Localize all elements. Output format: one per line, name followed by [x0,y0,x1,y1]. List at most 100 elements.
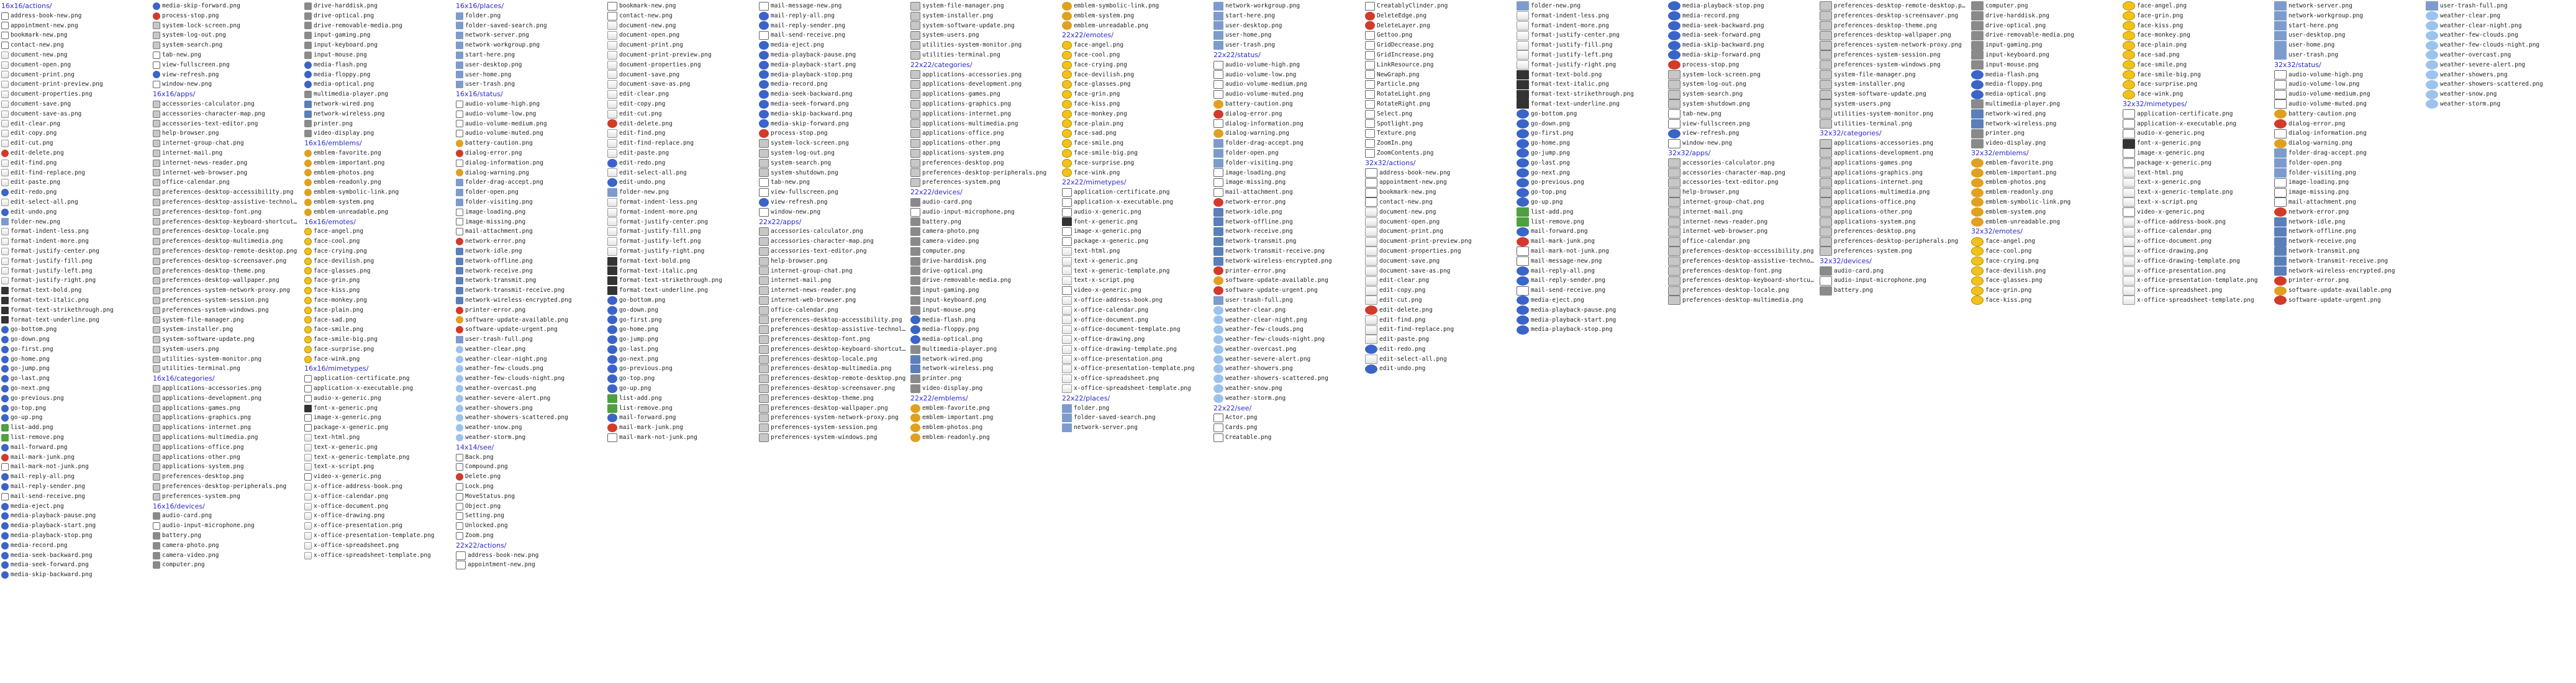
file-icon [304,189,312,197]
file-name: weather-few-clouds.png [465,365,543,373]
file-icon [153,453,160,461]
file-icon [1213,21,1223,30]
file-entry: media-floppy.png [304,70,452,80]
file-icon [607,305,617,315]
file-entry: media-eject.png [1517,296,1664,305]
file-entry: list-remove.png [1,433,149,443]
file-entry: format-text-strikethrough.png [607,276,755,286]
file-icon [153,512,160,520]
file-entry: edit-clear.png [607,89,755,99]
file-name: go-top.png [1531,189,1567,196]
file-entry: preferences-system-network-proxy.png [759,413,907,423]
file-icon [910,276,920,286]
file-name: ZoomIn.png [1377,140,1413,147]
file-name: format-justify-fill.png [1531,42,1613,49]
file-name: user-trash.png [465,81,515,88]
file-entry: network-receive.png [456,266,604,276]
file-name: video-display.png [1985,140,2046,147]
file-entry: media-optical.png [910,335,1058,345]
file-icon [153,179,160,187]
file-name: process-stop.png [162,12,219,19]
file-icon [456,482,463,491]
section-heading: 16x16/devices/ [153,502,205,510]
file-name: format-text-italic.png [11,296,89,304]
file-entry: user-trash.png [456,79,604,89]
file-icon [2274,178,2287,188]
file-entry: format-justify-left.png [1517,50,1664,60]
file-icon [153,198,160,206]
file-entry: preferences-desktop-theme.png [1820,20,1967,31]
file-icon [456,267,463,275]
file-icon [1517,315,1529,325]
file-entry: dialog-warning.png [456,168,604,178]
file-name: weather-showers-scattered.png [2440,81,2543,88]
file-icon [759,286,769,295]
file-entry: document-print-preview.png [607,50,755,60]
file-icon [304,149,312,157]
file-entry: preferences-desktop-theme.png [759,394,907,404]
file-entry: go-top.png [1517,188,1664,197]
file-entry: face-wink.png [1062,168,1210,178]
file-name: utilities-terminal.png [1834,120,1912,127]
file-entry: mail-attachment.png [1213,188,1361,197]
file-icon [1,71,9,79]
file-name: x-office-spreadsheet-template.png [1074,385,1191,392]
file-name: applications-internet.png [922,110,1011,117]
file-icon [910,99,920,109]
file-name: folder-open.png [1225,149,1279,156]
file-icon [1971,217,1984,227]
file-name: face-surprise.png [1074,159,1135,166]
file-icon [1668,197,1680,207]
file-entry: office-calendar.png [153,178,301,188]
file-name: emblem-system.png [1985,208,2046,215]
file-icon [1,335,9,343]
file-name: view-fullscreen.png [771,189,838,196]
file-icon [607,335,617,344]
file-name: x-office-presentation.png [2137,267,2226,274]
file-icon [759,109,769,119]
file-name: format-indent-less.png [11,228,89,235]
file-icon [2123,30,2135,40]
file-icon [607,207,617,217]
file-name: weather-few-clouds.png [1225,326,1304,333]
file-name: edit-select-all.png [619,169,687,176]
file-entry: network-transmit.png [2274,247,2422,256]
file-entry: media-playback-stop.png [759,70,907,80]
file-entry: folder-saved-search.png [1062,413,1210,423]
file-icon [1517,188,1529,197]
file-name: address-book-new.png [1379,169,1451,176]
file-entry: battery.png [910,217,1058,227]
file-name: bookmark-new.png [619,2,676,9]
file-entry: accessories-character-map.png [1668,168,1816,178]
file-name: face-wink.png [314,355,360,363]
file-icon [456,326,463,334]
file-name: network-transmit-receive.png [1225,247,1325,255]
file-name: audio-input-microphone.png [162,522,255,530]
file-name: battery-caution.png [2288,110,2356,117]
file-icon [456,120,463,128]
file-icon [1213,178,1223,188]
file-icon [1213,207,1223,217]
file-entry: input-gaming.png [1971,40,2119,50]
file-name: go-down.png [11,336,50,343]
file-name: document-save-as.png [1379,267,1451,274]
file-entry: utilities-terminal.png [153,364,301,374]
file-entry: x-office-drawing.png [2123,247,2270,256]
file-name: accessories-calculator.png [162,100,255,107]
file-entry: application-x-executable.png [1062,197,1210,207]
file-icon [456,414,463,422]
file-entry: go-previous.png [1517,178,1664,188]
file-name: network-server.png [1074,424,1138,432]
file-entry: applications-system.png [1820,217,1967,227]
file-entry: weather-clear.png [2426,11,2574,21]
file-name: preferences-system-session.png [1834,51,1941,58]
file-name: weather-clear-night.png [2440,22,2522,29]
file-icon [1,414,9,422]
file-name: start-here.png [2288,22,2339,29]
file-icon [1971,89,1984,99]
file-entry: edit-redo.png [1,188,149,197]
file-entry: utilities-terminal.png [1820,119,1967,129]
file-icon [2123,158,2135,168]
